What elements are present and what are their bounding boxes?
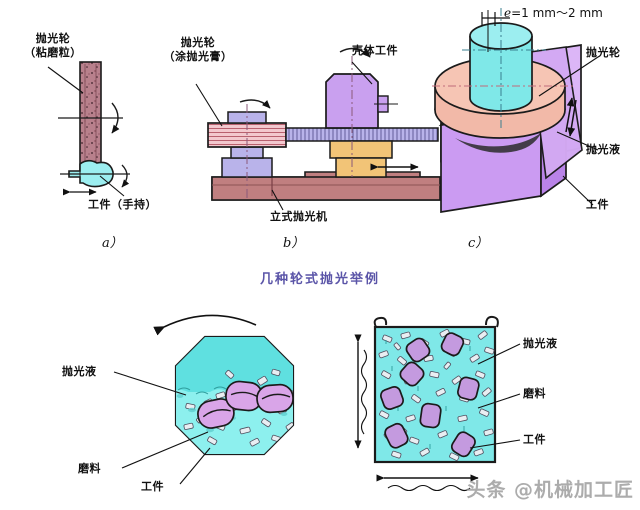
panel-a-polishing-wheel <box>79 61 102 173</box>
panel-c-letter: c） <box>468 236 489 251</box>
panel-c-drawing <box>432 8 599 213</box>
panel-a-wheel-leader <box>47 66 84 94</box>
panel-a-workpiece-rotation-arrow <box>121 164 130 188</box>
panel-a-wheel-rotation-arrow <box>111 102 120 134</box>
panel-e-horizontal-wave <box>387 484 471 492</box>
panel-b-letter: b） <box>283 236 305 251</box>
watermark: 头条 @机械加工匠 <box>466 479 634 501</box>
panel-c-wheel-leader <box>538 56 599 97</box>
panel-d-workpiece-leader <box>179 447 211 485</box>
panel-e-contents <box>378 328 495 461</box>
panel-d-abrasive-leader <box>121 431 209 469</box>
panel-c-workpiece-leader <box>562 175 594 206</box>
panel-b-wheel-leader <box>195 83 223 127</box>
panel-c-wheel-label: 抛光轮 <box>586 46 621 59</box>
panel-d-abrasive-label: 磨料 <box>78 462 101 475</box>
panel-d-workpieces <box>197 380 293 429</box>
panel-c-dimension-label: e=1 mm～2 mm <box>504 6 603 20</box>
panel-b-wheel-rotation-arrow <box>239 99 271 109</box>
panel-e-fluid-leader <box>477 343 521 365</box>
panel-b-workpiece-rotation-arrow <box>339 47 371 58</box>
panel-a-workpiece-label: 工件（手持） <box>88 198 157 211</box>
panel-a-wheel-label: 抛光轮 （粘磨粒） <box>24 32 82 59</box>
panel-e-workpiece-leader <box>469 439 521 449</box>
panel-c-oscillation-arrow-down <box>567 99 577 137</box>
panel-e-workpieces <box>380 332 480 458</box>
panel-c-fluid-leader <box>556 131 599 151</box>
panel-b-machine-label: 立式抛光机 <box>270 210 328 223</box>
panel-a-letter: a） <box>102 236 123 251</box>
panel-b-drawing <box>195 47 441 211</box>
panel-d-workpiece-label: 工件 <box>141 480 164 493</box>
panel-d-fluid-label: 抛光液 <box>62 365 97 378</box>
panel-e-fluid-label: 抛光液 <box>523 337 558 350</box>
panel-b-fixture-upper <box>329 140 393 159</box>
panel-b-machine-leader <box>271 189 284 211</box>
panel-a-drawing <box>47 61 130 197</box>
panel-d-fluid-leader <box>113 371 187 396</box>
figure-caption: 几种轮式抛光举例 <box>259 272 380 287</box>
panel-c-fluid-label: 抛光液 <box>586 143 621 156</box>
panel-e-abrasive-leader <box>477 393 521 409</box>
panel-e-workpiece-label: 工件 <box>523 433 546 446</box>
panel-b-housing-workpiece <box>325 73 379 129</box>
panel-b-housing-leader <box>351 61 373 85</box>
panel-b-housing-label: 壳体工件 <box>352 44 398 57</box>
panel-e-drawing <box>354 315 521 492</box>
panel-c-workpiece-label: 工件 <box>586 198 609 211</box>
panel-a-workpiece-leader <box>99 175 125 197</box>
panel-e-hook-right <box>485 315 499 328</box>
panel-b-table-arm <box>285 127 439 142</box>
panel-d-rotation-arrow <box>153 314 257 336</box>
panel-e-abrasive-label: 磨料 <box>523 387 546 400</box>
panel-d-drawing <box>113 314 295 485</box>
panel-c-oscillation-arrow-up <box>565 97 575 133</box>
panel-e-vertical-wave <box>360 349 368 435</box>
panel-e-hook-left <box>373 316 388 328</box>
panel-d-contents <box>176 337 293 454</box>
panel-b-wheel-label: 抛光轮 （涂抛光膏） <box>163 36 233 63</box>
panel-c-fluid-splash-lower <box>455 133 541 153</box>
